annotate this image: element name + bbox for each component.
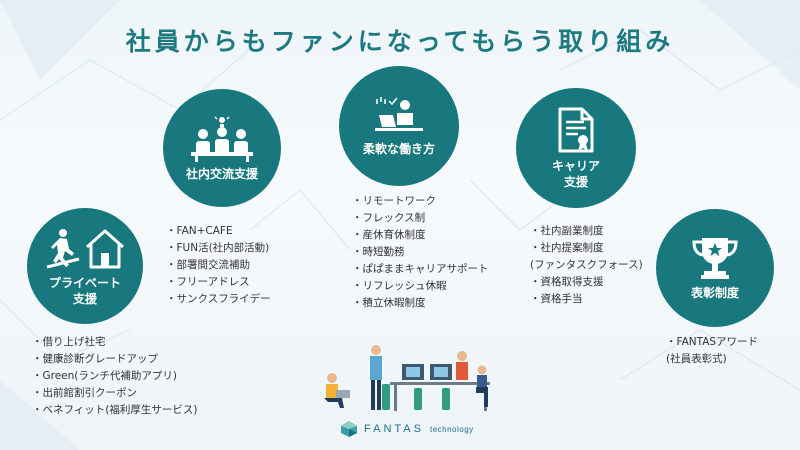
list-item: 出前館割引クーポン: [32, 385, 197, 402]
category-award-list: FANTASアワード (社員表彰式): [666, 334, 758, 368]
list-item: 社内副業制度: [530, 223, 643, 240]
category-private-circle: プライベート 支援: [27, 208, 143, 324]
list-item: 健康診断グレードアップ: [32, 351, 197, 368]
meeting-icon: [187, 114, 257, 162]
page-title: 社員からもファンになってもらう取り組み: [125, 27, 675, 56]
category-career-label: キャリア 支援: [551, 158, 600, 189]
list-item: (ファンタスクフォース): [530, 259, 643, 271]
list-item: 資格取得支援: [530, 274, 643, 291]
list-item: 時短勤務: [352, 244, 489, 261]
logo-sub: technology: [429, 424, 474, 434]
list-item: ぱぱままキャリアサポート: [352, 261, 489, 278]
list-item: リモートワーク: [352, 193, 489, 210]
list-item: (社員表彰式): [666, 353, 727, 365]
list-item: FAN+CAFE: [166, 223, 271, 240]
list-item: 資格手当: [530, 291, 643, 308]
list-item: 社内提案制度: [530, 240, 643, 257]
trophy-icon: [688, 235, 742, 281]
office-workers-illustration: [324, 345, 490, 411]
category-flexible-circle: 柔軟な働き方: [339, 66, 459, 186]
category-private-list: 借り上げ社宅 健康診断グレードアップ Green(ランチ代補助アプリ) 出前館割…: [32, 334, 198, 419]
category-private-label: プライベート 支援: [48, 275, 121, 306]
fantas-logo-icon: [341, 421, 357, 437]
category-career-list: 社内副業制度 社内提案制度 (ファンタスクフォース) 資格取得支援 資格手当: [530, 223, 643, 308]
laptop-worker-icon: [369, 95, 429, 137]
list-item: 積立休暇制度: [352, 295, 489, 312]
category-flexible-list: リモートワーク フレックス制 産休育休制度 時短勤務 ぱぱままキャリアサポート …: [352, 193, 489, 312]
list-item: 借り上げ社宅: [32, 334, 197, 351]
category-exchange-list: FAN+CAFE FUN活(社内部活動) 部署間交流補助 フリーアドレス サンク…: [166, 223, 271, 308]
list-item: ベネフィット(福利厚生サービス): [32, 402, 198, 419]
list-item: 部署間交流補助: [166, 257, 271, 274]
fantas-logo: FANTAS technology: [340, 420, 474, 438]
category-award-label: 表彰制度: [690, 285, 739, 300]
list-item: サンクスフライデー: [166, 291, 271, 308]
list-item: FANTASアワード: [666, 334, 759, 351]
list-item: FUN活(社内部活動): [166, 240, 271, 257]
category-flexible-label: 柔軟な働き方: [362, 141, 435, 156]
list-item: 産休育休制度: [352, 227, 489, 244]
runner-home-icon: [43, 225, 127, 271]
category-exchange-label: 社内交流支援: [185, 166, 258, 181]
certificate-icon: [556, 106, 596, 154]
category-award-circle: 表彰制度: [656, 209, 774, 327]
list-item: リフレッシュ休暇: [352, 278, 489, 295]
list-item: フレックス制: [352, 210, 489, 227]
category-exchange-circle: 社内交流支援: [163, 89, 281, 207]
list-item: フリーアドレス: [166, 274, 271, 291]
category-career-circle: キャリア 支援: [516, 88, 636, 208]
list-item: Green(ランチ代補助アプリ): [32, 368, 197, 385]
logo-name: FANTAS: [364, 423, 424, 435]
